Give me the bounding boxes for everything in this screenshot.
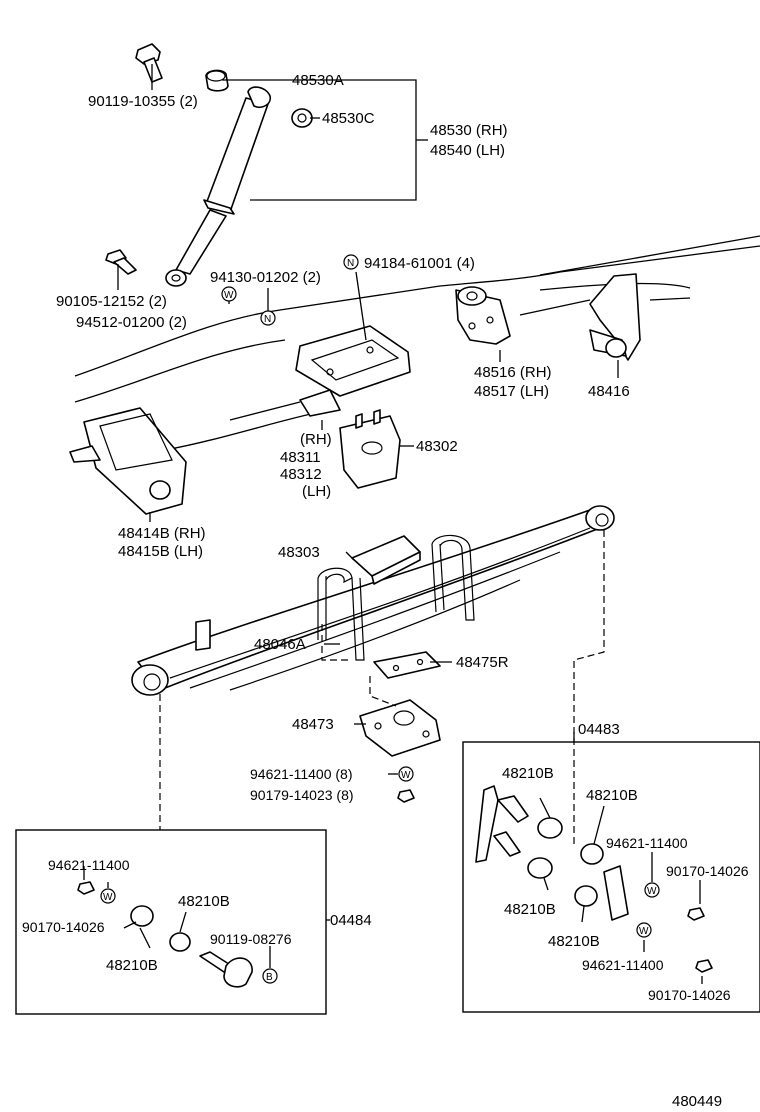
svg-text:W: W [639, 926, 649, 937]
kit-04484-box [15, 829, 327, 1015]
label-hanger-lh: 48517 (LH) [474, 383, 549, 400]
bumper-48302-shape [339, 409, 401, 489]
label-bushing-r2: 48210B [586, 787, 638, 804]
w-symbol-r1: W [647, 886, 657, 897]
label-spacer-48303: 48303 [278, 544, 320, 561]
n-symbol-mid: N [260, 310, 276, 326]
label-washer-r1: 94621-11400 [606, 835, 688, 851]
plate-48475r-shape [373, 651, 441, 679]
label-washer-l: 94621-11400 [48, 857, 130, 873]
label-front-bracket-rh: 48414B (RH) [118, 525, 206, 542]
label-bushing-48530c: 48530C [322, 110, 375, 127]
label-seat-48311: 48311 [280, 449, 321, 466]
label-seat-lh: (LH) [302, 483, 331, 500]
label-bushing-r3: 48210B [504, 901, 556, 918]
label-hanger-rh: 48516 (RH) [474, 364, 552, 381]
diagram-id: 480449 [672, 1093, 722, 1110]
label-spring-48046a: 48046A [254, 636, 306, 653]
spacer-48303-shape [351, 535, 421, 585]
svg-text:W: W [647, 886, 657, 897]
svg-text:W: W [103, 892, 113, 903]
bolt-lower-shape [105, 249, 137, 275]
hanger-48516-shape [455, 286, 511, 345]
pad-48473-shape [359, 699, 441, 757]
shock-absorber [165, 86, 272, 287]
n-symbol-top: N [343, 254, 359, 270]
front-bracket-shape [69, 407, 187, 515]
label-bumper-48302: 48302 [416, 438, 458, 455]
label-nut-r2: 90170-14026 [648, 987, 731, 1003]
label-bushing-l1: 48210B [178, 893, 230, 910]
leaf-spring-shape [131, 505, 615, 696]
svg-text:N: N [264, 314, 271, 325]
u-bolts-shape [317, 534, 475, 661]
kit-04483-box [462, 741, 760, 1013]
label-bolt-upper: 90119-10355 (2) [88, 93, 198, 110]
washer-nut-shape [397, 766, 415, 803]
svg-text:W: W [224, 290, 234, 301]
bushing-48530a-shape [205, 69, 229, 92]
label-washer-lower: 94512-01200 (2) [76, 314, 187, 331]
kit-04484-parts [77, 866, 278, 988]
bracket-48416-shape [589, 273, 641, 361]
label-seat-48312: 48312 [280, 466, 322, 483]
label-plate-48475r: 48475R [456, 654, 509, 671]
label-bushing-48530a: 48530A [292, 72, 344, 89]
bolt-upper-shape [135, 43, 163, 83]
leader-lines [117, 64, 619, 775]
label-bolt-lower: 90105-12152 (2) [56, 293, 167, 310]
w-symbol-l: W [103, 892, 113, 903]
label-nut-u: 90179-14023 (8) [250, 787, 354, 803]
bracket-line-absorber [250, 79, 417, 201]
label-absorber-lh: 48540 (LH) [430, 142, 505, 159]
label-bracket-48416: 48416 [588, 383, 630, 400]
label-nut-l: 90170-14026 [22, 919, 105, 935]
svg-text:W: W [401, 770, 411, 781]
label-bolt-l: 90119-08276 [210, 931, 292, 947]
w-symbol-u: W [401, 770, 411, 781]
w-symbol-r2: W [639, 926, 649, 937]
svg-text:N: N [347, 258, 354, 269]
label-washer-u: 94621-11400 (8) [250, 766, 352, 782]
label-nut-r1: 90170-14026 [666, 863, 749, 879]
label-nut-lower: 94130-01202 (2) [210, 269, 321, 286]
label-bushing-r1: 48210B [502, 765, 554, 782]
bushing-48530c-shape [291, 108, 313, 128]
label-front-bracket-lh: 48415B (LH) [118, 543, 203, 560]
label-nut-n: 94184-61001 (4) [364, 255, 475, 272]
label-pad-48473: 48473 [292, 716, 334, 733]
kit-04483-parts [475, 785, 713, 984]
label-bushing-l2: 48210B [106, 957, 158, 974]
svg-text:B: B [266, 972, 273, 983]
label-seat-rh: (RH) [300, 431, 332, 448]
label-kit-04483: 04483 [578, 721, 620, 738]
label-kit-04484: 04484 [330, 912, 372, 929]
label-absorber-rh: 48530 (RH) [430, 122, 508, 139]
spring-seat-shape [295, 325, 411, 417]
label-bushing-r4: 48210B [548, 933, 600, 950]
b-symbol: B [266, 972, 273, 983]
dashed-lines [159, 530, 605, 844]
w-symbol-mid: W [221, 286, 237, 302]
label-washer-r2: 94621-11400 [582, 957, 664, 973]
